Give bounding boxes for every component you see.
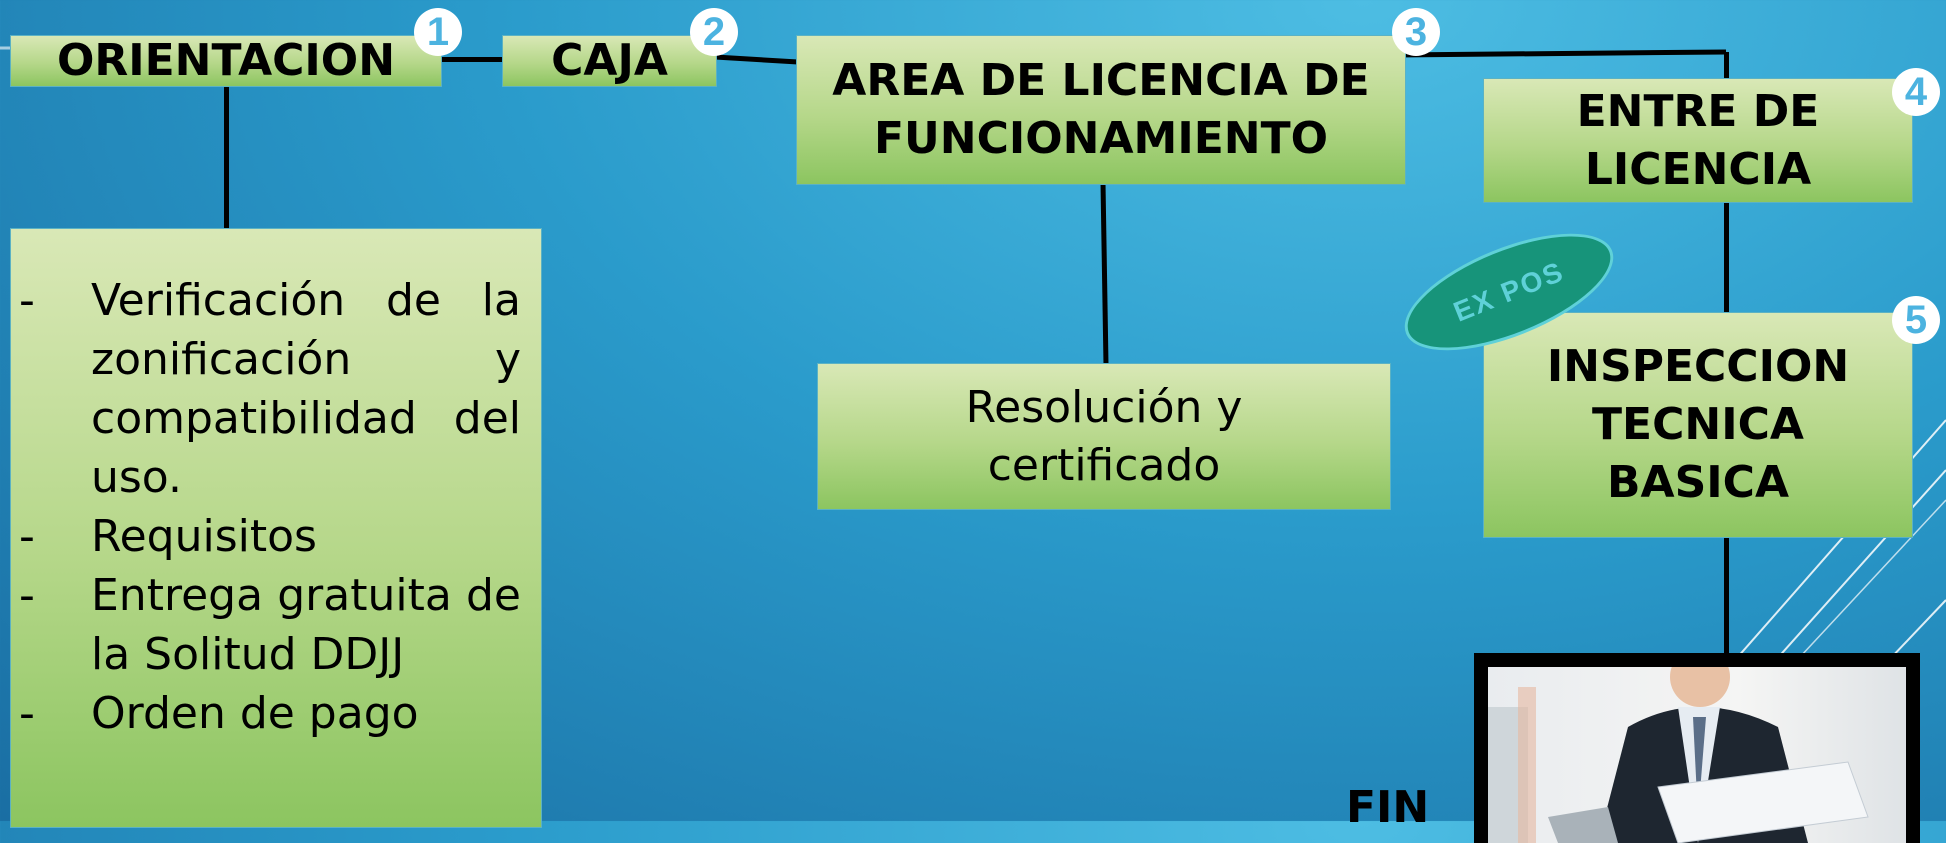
- step-label-caja: CAJA: [551, 35, 668, 86]
- step-label-orientacion: ORIENTACION: [56, 35, 396, 86]
- connector-1-list: [224, 86, 229, 230]
- step-number-4: 4: [1892, 68, 1940, 116]
- connector-5-fin: [1724, 536, 1729, 654]
- list-item: -Requisitos: [19, 511, 317, 562]
- ex-pos-badge-text: EX POS: [1449, 255, 1569, 328]
- step-label-area-licencia: AREA DE LICENCIA DE FUNCIONAMIENTO: [832, 55, 1370, 164]
- connector-4-5: [1724, 200, 1729, 314]
- businessman-illustration: [1488, 667, 1869, 843]
- orientacion-details-list: -Verificación de la zonificación y compa…: [11, 271, 521, 743]
- list-item: -Verificación de la zonificación y compa…: [19, 275, 521, 503]
- step-number-5: 5: [1892, 296, 1940, 344]
- connector-1-2: [440, 57, 504, 62]
- list-item: -Entrega gratuita de la Solitud DDJJ: [19, 570, 521, 680]
- step-box-area-licencia: AREA DE LICENCIA DE FUNCIONAMIENTO: [796, 35, 1406, 185]
- step-box-entre-licencia: ENTRE DE LICENCIA: [1483, 78, 1913, 203]
- connector-3-4: [1724, 52, 1729, 80]
- photo-image: [1488, 667, 1906, 843]
- step-box-caja: CAJA: [502, 35, 717, 87]
- step-number-1: 1: [414, 8, 462, 56]
- resolution-certificate-box: Resolución y certificado: [817, 363, 1391, 510]
- step-box-inspeccion: INSPECCION TECNICA BASICA: [1483, 312, 1913, 538]
- fin-label: FIN: [1346, 782, 1430, 833]
- businessman-photo: [1474, 653, 1920, 843]
- step-label-entre-licencia: ENTRE DE LICENCIA: [1576, 85, 1820, 195]
- step-number-3: 3: [1392, 8, 1440, 56]
- step-number-2: 2: [690, 8, 738, 56]
- orientacion-details-box: -Verificación de la zonificación y compa…: [10, 228, 542, 828]
- list-item: -Orden de pago: [19, 688, 419, 739]
- resolution-certificate-text: Resolución y certificado: [965, 381, 1243, 491]
- step-box-orientacion: ORIENTACION: [10, 35, 442, 87]
- step-label-inspeccion: INSPECCION TECNICA BASICA: [1546, 341, 1850, 508]
